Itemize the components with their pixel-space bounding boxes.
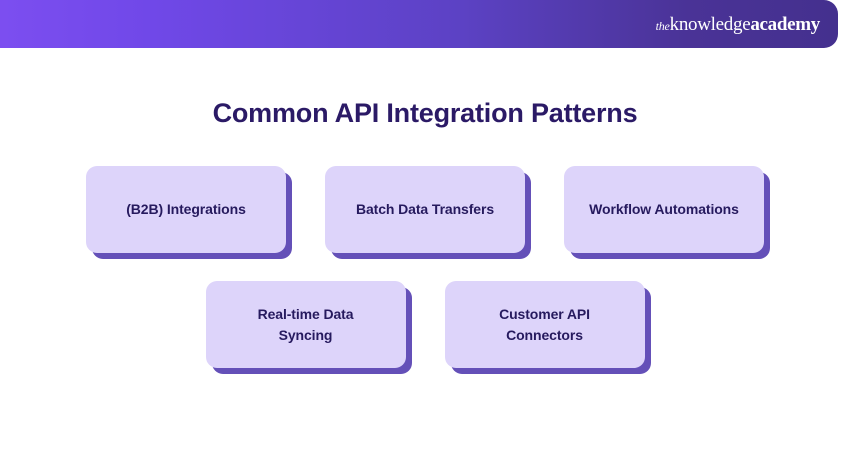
card-label: Batch Data Transfers bbox=[355, 201, 495, 217]
pattern-card-b2b-integrations[interactable]: (B2B) Integrations bbox=[86, 166, 292, 259]
card-face: Workflow Automations bbox=[564, 166, 764, 253]
pattern-card-workflow-automations[interactable]: Workflow Automations bbox=[564, 166, 770, 259]
card-face: Batch Data Transfers bbox=[325, 166, 525, 253]
pattern-cards-area: (B2B) Integrations Batch Data Transfers … bbox=[0, 166, 850, 374]
card-label: (B2B) Integrations bbox=[126, 201, 246, 217]
pattern-card-batch-data-transfers[interactable]: Batch Data Transfers bbox=[325, 166, 531, 259]
card-face: Customer API Connectors bbox=[444, 281, 645, 368]
brand-logo-middle: knowledge bbox=[669, 13, 751, 35]
pattern-card-customer-api-connectors[interactable]: Customer API Connectors bbox=[444, 281, 651, 374]
card-row-2: Real-time Data Syncing Customer API Conn… bbox=[0, 281, 850, 374]
brand-logo-suffix: academy bbox=[750, 13, 820, 35]
card-face: (B2B) Integrations bbox=[86, 166, 286, 253]
card-label: Workflow Automations bbox=[589, 201, 739, 217]
pattern-card-real-time-data-syncing[interactable]: Real-time Data Syncing bbox=[205, 281, 412, 374]
card-label: Real-time Data Syncing bbox=[257, 305, 354, 343]
card-label: Customer API Connectors bbox=[499, 305, 590, 343]
brand-logo-prefix: the bbox=[655, 18, 670, 33]
card-face: Real-time Data Syncing bbox=[205, 281, 406, 368]
card-row-1: (B2B) Integrations Batch Data Transfers … bbox=[0, 166, 850, 259]
page-title: Common API Integration Patterns bbox=[212, 98, 638, 128]
